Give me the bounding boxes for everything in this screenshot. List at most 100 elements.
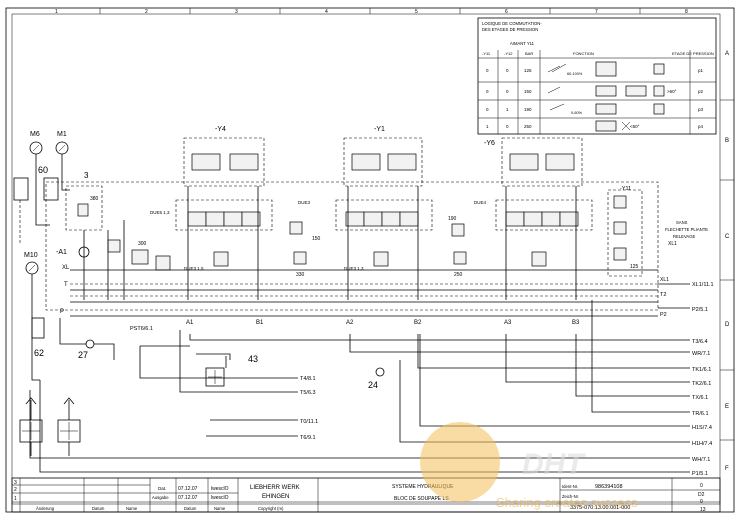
- ref-p2: P2/5.1: [692, 307, 708, 313]
- legend-header-bar: BAR: [525, 51, 533, 56]
- check-valve-24: [375, 367, 385, 377]
- col-label: 2: [145, 9, 148, 15]
- sheet-a: 0: [700, 483, 703, 489]
- row-ruler: A B C D E F: [720, 51, 734, 472]
- port-p2: P2: [660, 312, 667, 318]
- col-label: 3: [235, 9, 238, 15]
- gauge-m1: M1: [55, 131, 69, 155]
- port-xl-left: XL: [62, 265, 70, 271]
- legend-y11: 0: [486, 89, 489, 94]
- legend-note: >60°: [667, 89, 677, 94]
- company-line-1: LIEBHERR WERK: [250, 485, 300, 491]
- title-block: 3 2 1 Änderung Datum Name Dat. 07.12.07 …: [11, 477, 721, 513]
- ref-p1: P1/5.1: [692, 471, 708, 477]
- watermark-logo-circle: [420, 422, 500, 502]
- row-label: D: [725, 322, 730, 328]
- legend-row: 0 0 125 60-100% p1: [486, 68, 704, 76]
- gauge-m10: M10: [24, 252, 39, 275]
- legend-y12: 0: [506, 89, 509, 94]
- valve-section-y6: -Y6 DUE4 190 250 A3 B3: [448, 137, 593, 326]
- ref-tx: TX/6.1: [692, 395, 708, 401]
- legend-fn: 60-100%: [567, 72, 583, 76]
- gauge-m1-label: M1: [57, 131, 67, 138]
- solenoid-y11-label: -Y11: [620, 186, 631, 192]
- value-125: 125: [630, 264, 639, 270]
- value-330: 330: [296, 272, 305, 278]
- ref-h1h: H1H/7.4: [692, 441, 712, 447]
- ref-24: 24: [368, 380, 378, 390]
- legend-y12: 0: [506, 124, 509, 129]
- port-a1: A1: [186, 320, 194, 326]
- port-b3: B3: [572, 320, 580, 326]
- valve-section-y11: -Y11 125 SANS FLECHETTE PLIANTE RELEVAGE…: [607, 186, 708, 277]
- legend-y12: 0: [506, 68, 509, 73]
- watermark: DHT Sharing creates success: [420, 422, 638, 510]
- port-b2: B2: [414, 320, 422, 326]
- legend-row: 0 0 150 >60° p2: [486, 89, 704, 94]
- ref-60: 60: [38, 165, 48, 175]
- watermark-brand: DHT: [522, 448, 586, 481]
- legend-row: 1 0 250 <60° p4: [486, 124, 704, 129]
- legend-bar: 250: [524, 124, 532, 129]
- nozzle-label-4: DUE3 1,3: [344, 266, 364, 271]
- value-380: 380: [90, 196, 99, 202]
- port-p-left: P: [60, 309, 64, 315]
- ref-43: 43: [248, 354, 258, 364]
- legend-note: <60°: [630, 124, 640, 129]
- drawing-title-1: SYSTEME HYDRAULIQUE: [392, 484, 454, 490]
- col-label: 1: [55, 9, 58, 15]
- gauge-m6: M6: [29, 131, 43, 155]
- sub-header-name: Name: [214, 506, 226, 511]
- value-300: 300: [138, 241, 147, 247]
- sensor-box-2: [43, 177, 59, 201]
- nozzle-label-2: DUE3 1,5: [184, 266, 204, 271]
- legend-stage: p4: [698, 124, 704, 129]
- port-t-left: T: [64, 282, 68, 288]
- ref-27: 27: [78, 350, 88, 360]
- drawing-frame: [11, 13, 721, 505]
- legend-row: 0 1 190 0-60% p3: [486, 107, 704, 115]
- col-label: 7: [595, 9, 598, 15]
- legend-title-1: LOGIQUE DE COMMUTATION-: [482, 21, 542, 26]
- col-label: 4: [325, 9, 328, 15]
- rev-header-change: Änderung: [36, 506, 55, 511]
- ref-t6: T6/9.1: [300, 435, 316, 441]
- legend-header-fonction: FONCTION: [573, 51, 594, 56]
- ref-62: 62: [34, 348, 44, 358]
- gauge-m6-label: M6: [30, 131, 40, 138]
- legend-stage: p1: [698, 68, 704, 73]
- pressure-stage-legend: LOGIQUE DE COMMUTATION- DES ETAGES DE PR…: [477, 17, 717, 135]
- row-label: F: [725, 466, 729, 472]
- solenoid-y6-label: -Y6: [484, 140, 495, 147]
- ref-h1s: H1S/7.4: [692, 425, 712, 431]
- row-label: B: [725, 138, 729, 144]
- ref-xl1: XL1/11.1: [692, 282, 714, 288]
- sheet-number: 13: [700, 507, 706, 513]
- port-b1: B1: [256, 320, 264, 326]
- gauge-lines: [19, 154, 70, 381]
- note-flechette: FLECHETTE PLIANTE: [665, 227, 708, 232]
- legend-bar: 125: [524, 68, 532, 73]
- dat-name: lwesclO: [211, 486, 229, 492]
- col-label: 8: [685, 9, 688, 15]
- ref-3: 3: [84, 171, 89, 180]
- ref-tk1: TK1/6.1: [692, 367, 711, 373]
- sensor-box-1: [13, 177, 29, 201]
- solenoid-y4-label: -Y4: [215, 126, 226, 133]
- note-relevage: RELEVAGE: [673, 234, 695, 239]
- drawing-title-2: BLOC DE SOUPAPE LS: [394, 496, 449, 502]
- legend-fn: 0-60%: [571, 111, 583, 115]
- ref-tr: TR/6.1: [692, 411, 709, 417]
- legend-header-etage: ETAGE DE PRESSION: [672, 51, 714, 56]
- zeich-label: Zeich-Nr.: [562, 494, 579, 499]
- sheet-c: 0: [700, 499, 703, 505]
- row-label: C: [725, 234, 730, 240]
- rev-row: 3: [14, 480, 17, 486]
- rev-row: 2: [14, 487, 17, 493]
- gauge-m10-label: M10: [24, 252, 38, 259]
- legend-subtitle: AIMANT Y11: [510, 41, 535, 46]
- note-sans: SANS: [676, 220, 688, 225]
- col-label: 5: [415, 9, 418, 15]
- pressure-switch-62: [31, 317, 45, 339]
- check-valve-27: [85, 339, 95, 349]
